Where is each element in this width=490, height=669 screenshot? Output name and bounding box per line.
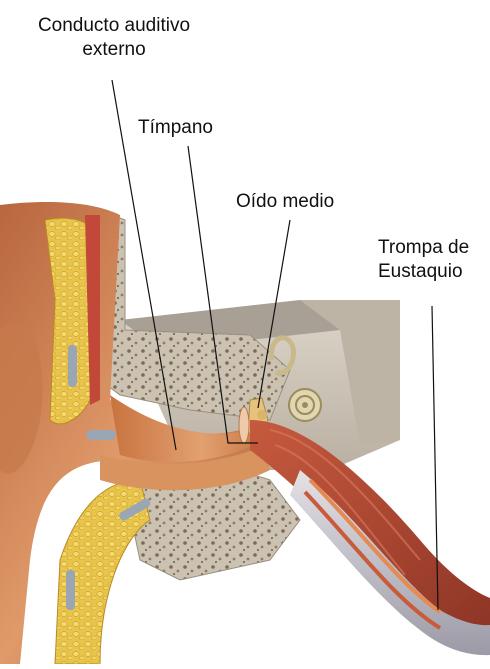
label-trompa-line1: Trompa de [378, 236, 469, 260]
label-conducto-line1: Conducto auditivo [0, 14, 228, 38]
eardrum [239, 407, 249, 443]
lower-bone-section [55, 471, 300, 664]
label-external-auditory-canal: Conducto auditivo externo [0, 14, 228, 62]
label-middle-ear: Oído medio [236, 190, 334, 214]
label-eardrum: Tímpano [138, 116, 213, 140]
label-eustachian-tube: Trompa de Eustaquio [378, 236, 469, 284]
label-conducto-line2: externo [0, 38, 228, 62]
label-trompa-line2: Eustaquio [378, 260, 469, 284]
eustachian-tube [290, 470, 490, 655]
